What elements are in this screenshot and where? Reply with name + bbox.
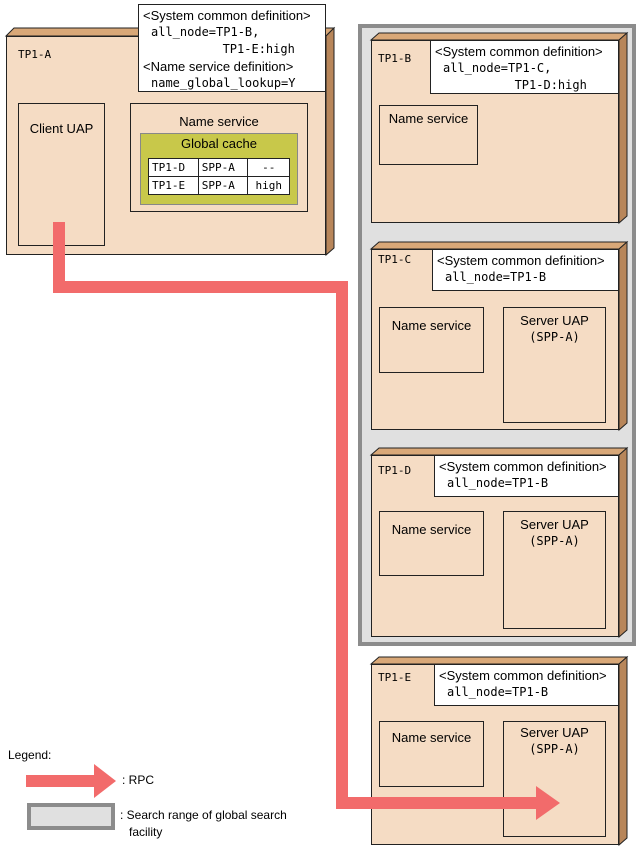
system-def-header: <System common definition> <box>437 253 605 268</box>
system-def-line: TP1-E:high <box>172 42 295 56</box>
system-def-header: <System common definition> <box>439 459 607 474</box>
tp1-b-definition-box: <System common definition> all_node=TP1-… <box>430 40 619 94</box>
client-uap-label: Client UAP <box>29 121 94 136</box>
legend-search-range-swatch <box>27 803 115 830</box>
system-def-header: <System common definition> <box>435 44 603 59</box>
server-uap-label: Server UAP <box>520 725 589 740</box>
tp1-c-name-service: Name service <box>379 307 484 373</box>
legend-rpc-label: : RPC <box>122 773 155 787</box>
node-label-tp1-b: TP1-B <box>378 52 412 65</box>
server-spp-label: (SPP-A) <box>529 742 580 756</box>
name-service-def-header: <Name service definition> <box>143 59 294 74</box>
cache-priority-cell: high <box>247 176 290 195</box>
cache-priority-cell: -- <box>247 158 290 177</box>
tp1-a-definition-box: <System common definition> all_node=TP1-… <box>138 4 326 92</box>
legend-search-range-label: : Search range of global search <box>120 808 287 822</box>
server-spp-label: (SPP-A) <box>529 330 580 344</box>
server-uap-label: Server UAP <box>520 313 589 328</box>
system-def-line: all_node=TP1-B <box>445 270 547 284</box>
tp1-b-name-service: Name service <box>379 105 478 165</box>
tp1-d-definition-box: <System common definition> all_node=TP1-… <box>434 455 619 497</box>
name-service-label: Name service <box>179 114 259 129</box>
system-def-line: TP1-D:high <box>464 78 587 92</box>
global-cache-label: Global cache <box>181 136 257 151</box>
tp1-c-definition-box: <System common definition> all_node=TP1-… <box>432 249 619 291</box>
node-label-tp1-c: TP1-C <box>378 253 412 266</box>
name-service-label: Name service <box>391 522 472 537</box>
name-service-label: Name service <box>388 111 469 126</box>
server-spp-label: (SPP-A) <box>529 534 580 548</box>
tp1-a-name-service: Name service Global cache TP1-D SPP-A --… <box>130 103 308 212</box>
name-service-label: Name service <box>391 318 472 333</box>
server-uap-label: Server UAP <box>520 517 589 532</box>
name-service-label: Name service <box>391 730 472 745</box>
tp1-d-name-service: Name service <box>379 511 484 576</box>
tp1-d-server-uap: Server UAP (SPP-A) <box>503 511 606 629</box>
system-def-line: all_node=TP1-B, <box>151 25 260 39</box>
legend-title: Legend: <box>8 748 52 762</box>
node-label-tp1-d: TP1-D <box>378 464 412 477</box>
cache-node-cell: TP1-E <box>148 176 199 195</box>
cache-server-cell: SPP-A <box>197 176 249 195</box>
system-def-header: <System common definition> <box>439 668 607 683</box>
system-def-header: <System common definition> <box>143 8 311 23</box>
tp1-c-server-uap: Server UAP (SPP-A) <box>503 307 606 423</box>
legend-search-range-label-cont: facility <box>129 825 163 839</box>
cache-server-cell: SPP-A <box>197 158 249 177</box>
system-def-line: all_node=TP1-B <box>447 476 549 490</box>
global-cache-table: TP1-D SPP-A -- TP1-E SPP-A high <box>148 158 290 195</box>
global-cache-box: Global cache TP1-D SPP-A -- TP1-E SPP-A … <box>140 133 298 205</box>
tp1-e-server-uap: Server UAP (SPP-A) <box>503 721 606 837</box>
node-label-tp1-e: TP1-E <box>378 671 412 684</box>
tp1-e-name-service: Name service <box>379 721 484 787</box>
node-label-tp1-a: TP1-A <box>18 48 52 61</box>
tp1-e-definition-box: <System common definition> all_node=TP1-… <box>434 664 619 706</box>
system-def-line: all_node=TP1-C, <box>443 61 552 75</box>
system-def-line: all_node=TP1-B <box>447 685 549 699</box>
client-uap: Client UAP <box>18 103 105 246</box>
table-row: TP1-E SPP-A high <box>148 176 290 195</box>
legend-rpc-arrow <box>26 764 116 798</box>
name-service-def-line: name_global_lookup=Y <box>151 76 296 90</box>
